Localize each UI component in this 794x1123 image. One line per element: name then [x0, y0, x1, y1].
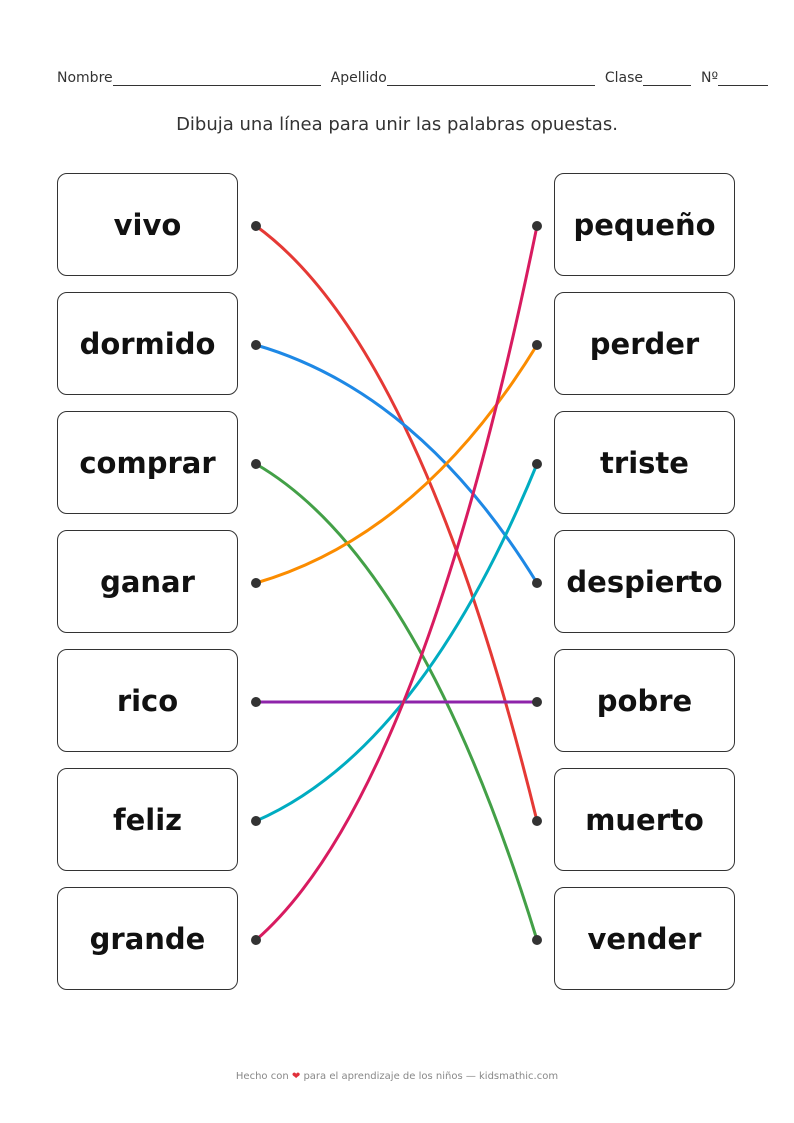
left-word-card[interactable]: rico	[57, 649, 238, 752]
connection-line	[255, 344, 539, 585]
nombre-field[interactable]	[112, 71, 321, 86]
right-word-card[interactable]: vender	[554, 887, 735, 990]
connection-line	[255, 343, 539, 584]
left-word-card[interactable]: grande	[57, 887, 238, 990]
connection-dot[interactable]	[251, 697, 261, 707]
right-word-card[interactable]: despierto	[554, 530, 735, 633]
apellido-field[interactable]	[386, 71, 595, 86]
footer: Hecho con ❤ para el aprendizaje de los n…	[0, 1071, 794, 1082]
connection-dot[interactable]	[251, 340, 261, 350]
right-word-card[interactable]: triste	[554, 411, 735, 514]
connection-dot[interactable]	[251, 578, 261, 588]
clase-label: Clase	[604, 70, 643, 86]
right-word-card[interactable]: pobre	[554, 649, 735, 752]
connection-dot[interactable]	[251, 459, 261, 469]
left-word-card[interactable]: comprar	[57, 411, 238, 514]
left-word-card[interactable]: dormido	[57, 292, 238, 395]
left-word-card[interactable]: feliz	[57, 768, 238, 871]
name-fields: Nombre Apellido Clase Nº	[57, 70, 777, 86]
instruction: Dibuja una línea para unir las palabras …	[176, 114, 618, 135]
connection-dot[interactable]	[532, 578, 542, 588]
connection-dot[interactable]	[532, 340, 542, 350]
right-word-card[interactable]: pequeño	[554, 173, 735, 276]
connection-line	[255, 463, 539, 823]
connection-line	[255, 224, 539, 822]
clase-field[interactable]	[642, 71, 691, 86]
footer-text-after: para el aprendizaje de los niños — kidsm…	[303, 1071, 559, 1082]
connection-dot[interactable]	[251, 221, 261, 231]
numero-field[interactable]	[718, 71, 769, 86]
right-word-card[interactable]: perder	[554, 292, 735, 395]
footer-text-before: Hecho con	[235, 1071, 289, 1082]
left-word-card[interactable]: vivo	[57, 173, 238, 276]
connection-dot[interactable]	[532, 221, 542, 231]
right-word-card[interactable]: muerto	[554, 768, 735, 871]
connection-dot[interactable]	[532, 459, 542, 469]
connection-dot[interactable]	[251, 816, 261, 826]
left-word-card[interactable]: ganar	[57, 530, 238, 633]
connection-line	[255, 462, 539, 941]
connection-dot[interactable]	[532, 697, 542, 707]
apellido-label: Apellido	[330, 70, 387, 86]
numero-label: Nº	[700, 70, 719, 86]
connection-dot[interactable]	[532, 816, 542, 826]
connection-line	[255, 225, 539, 942]
heart-icon: ❤	[291, 1071, 301, 1082]
connection-dot[interactable]	[532, 935, 542, 945]
connection-dot[interactable]	[251, 935, 261, 945]
nombre-label: Nombre	[57, 70, 113, 86]
